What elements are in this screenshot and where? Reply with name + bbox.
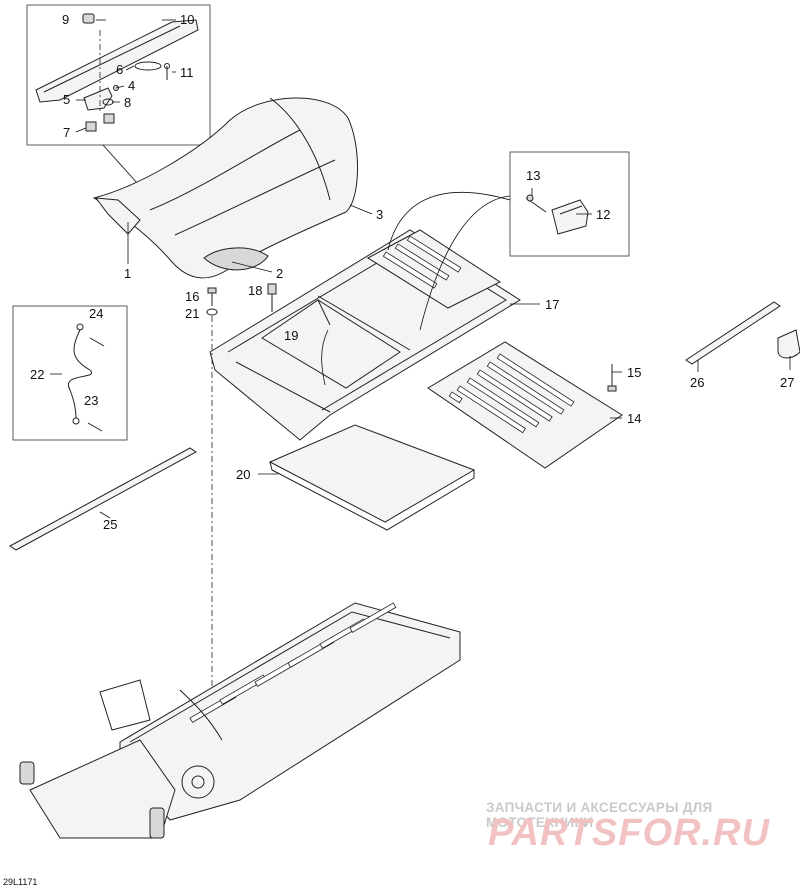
cap-part (777, 329, 800, 359)
fasteners-16-21 (206, 287, 218, 316)
callout-1: 1 (124, 266, 131, 281)
callout-3: 3 (376, 207, 383, 222)
callout-14: 14 (627, 411, 641, 426)
callout-23: 23 (84, 393, 98, 408)
detail-box-seat-hardware (26, 4, 211, 146)
slatted-panel-part (427, 341, 623, 469)
screw-15 (607, 364, 617, 392)
callout-2: 2 (276, 266, 283, 281)
callout-4: 4 (128, 78, 135, 93)
detail-box-hinge (509, 151, 630, 257)
watermark-brand: PARTSFOR.RU (488, 812, 770, 854)
callout-6: 6 (116, 62, 123, 77)
drawing-code: 29L1171 (3, 877, 38, 887)
strip-part (9, 447, 197, 551)
leader-lines (50, 19, 791, 519)
callout-26: 26 (690, 375, 704, 390)
callout-20: 20 (236, 467, 250, 482)
watermark-tagline: ЗАПЧАСТИ И АКСЕССУАРЫ ДЛЯ МОТОТЕХНИКИ (486, 800, 713, 830)
callout-10: 10 (180, 12, 194, 27)
callout-15: 15 (627, 365, 641, 380)
callout-12: 12 (596, 207, 610, 222)
rack-frame-part (209, 229, 521, 441)
callout-18: 18 (248, 283, 262, 298)
callout-11: 11 (180, 65, 194, 80)
callout-8: 8 (124, 95, 131, 110)
callout-16: 16 (185, 289, 199, 304)
callout-7: 7 (63, 125, 70, 140)
callout-5: 5 (63, 92, 70, 107)
callout-24: 24 (89, 306, 103, 321)
chassis-part (19, 602, 461, 839)
bar-part (685, 301, 781, 365)
callout-27: 27 (780, 375, 794, 390)
callout-13: 13 (526, 168, 540, 183)
detail-box-cable (12, 305, 128, 441)
callout-17: 17 (545, 297, 559, 312)
callout-19: 19 (284, 328, 298, 343)
callout-9: 9 (62, 12, 69, 27)
callout-21: 21 (185, 306, 199, 321)
seat-part (92, 97, 359, 279)
callout-labels: 9 10 6 11 4 5 8 7 3 13 12 1 2 18 16 17 2… (30, 12, 794, 532)
callout-25: 25 (103, 517, 117, 532)
pad-part (268, 424, 476, 531)
callout-22: 22 (30, 367, 44, 382)
